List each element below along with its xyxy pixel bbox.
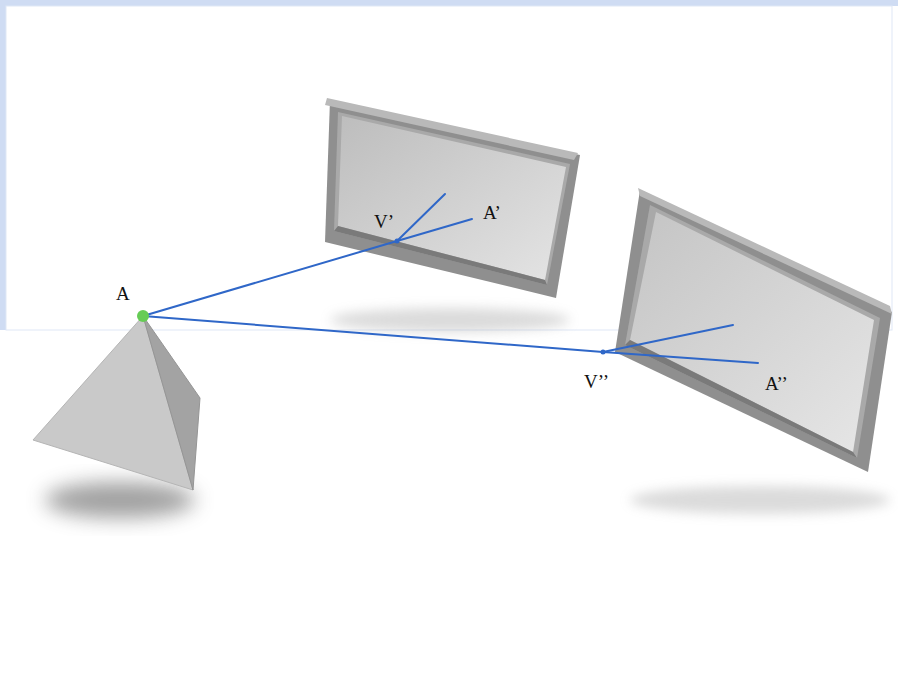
axis-line [603,325,733,352]
projection-ray [603,352,758,363]
point-label: A’’ [765,374,788,393]
image-plane-frame [334,112,570,285]
point-label: A’ [483,203,501,222]
projection-ray [143,241,397,316]
frame-strip [0,0,6,330]
vanishing-point [395,239,400,244]
image-plane-frame [615,190,892,472]
projection-ray [143,316,603,352]
axis-line [397,194,445,241]
pyramid-shadow [45,482,195,518]
plane-shadow [630,486,890,514]
point-label: V’’ [584,372,609,391]
image-plane [630,212,874,452]
image-plane-frame [334,226,547,285]
point-label: V’ [374,212,394,231]
point-label: A [116,284,130,303]
pyramid-face [143,316,200,490]
point-a [137,310,149,322]
frame-strip [0,0,898,6]
vanishing-point [601,350,606,355]
image-plane-frame [625,340,857,458]
plane-shadow [330,308,570,332]
image-plane [338,116,566,280]
image-plane-frame [625,205,880,458]
